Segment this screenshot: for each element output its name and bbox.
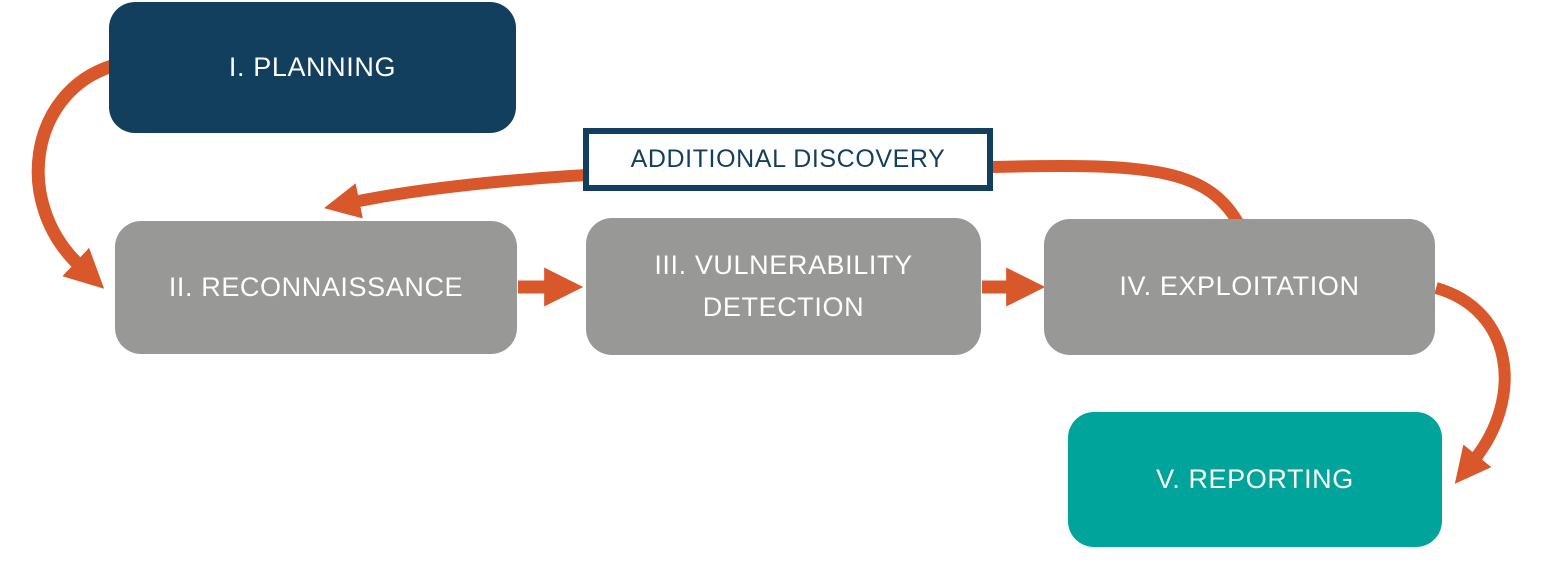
node-planning: I. PLANNING (109, 2, 516, 133)
node-reconnaissance-label: II. RECONNAISSANCE (168, 271, 464, 302)
node-reporting-label: V. REPORTING (1156, 463, 1354, 494)
node-additional-discovery-label: ADDITIONAL DISCOVERY (630, 145, 946, 174)
node-vulnerability-detection-label: III. VULNERABILITY DETECTION (654, 249, 913, 322)
edge-exploitation-to-reporting-arrow (1434, 282, 1511, 484)
node-planning-label: I. PLANNING (228, 51, 397, 82)
node-exploitation: IV. EXPLOITATION (1044, 219, 1435, 355)
edge-planning-to-reconnaissance-arrow (31, 59, 115, 289)
node-vulnerability-detection: III. VULNERABILITY DETECTION (586, 218, 981, 355)
node-exploitation-label: IV. EXPLOITATION (1119, 271, 1360, 302)
node-reporting: V. REPORTING (1068, 412, 1442, 547)
node-additional-discovery: ADDITIONAL DISCOVERY (583, 128, 993, 191)
node-reconnaissance: II. RECONNAISSANCE (115, 221, 517, 354)
